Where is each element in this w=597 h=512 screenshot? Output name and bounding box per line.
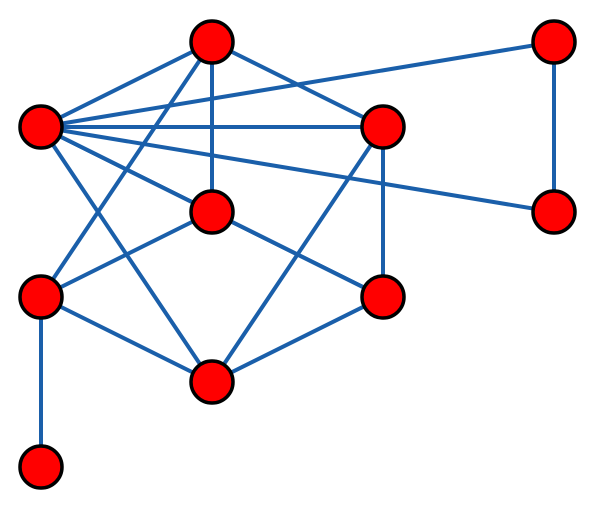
node-n5 — [189, 189, 235, 235]
node-n10 — [18, 444, 64, 490]
node-n8 — [360, 274, 406, 320]
edges-layer — [39, 40, 556, 469]
node-n4 — [18, 104, 64, 150]
node-n1 — [189, 19, 235, 65]
node-n3 — [531, 19, 577, 65]
edge-n5-n8 — [210, 210, 385, 299]
edge-n8-n9 — [210, 295, 385, 384]
node-n6 — [531, 189, 577, 235]
edge-n5-n7 — [39, 210, 214, 299]
node-n2 — [360, 104, 406, 150]
nodes-layer — [18, 19, 577, 490]
node-n7 — [18, 274, 64, 320]
edge-n7-n9 — [39, 295, 214, 384]
edge-n1-n4 — [39, 40, 214, 129]
edge-n4-n6 — [39, 125, 556, 214]
edge-n3-n4 — [39, 40, 556, 129]
node-n9 — [189, 359, 235, 405]
